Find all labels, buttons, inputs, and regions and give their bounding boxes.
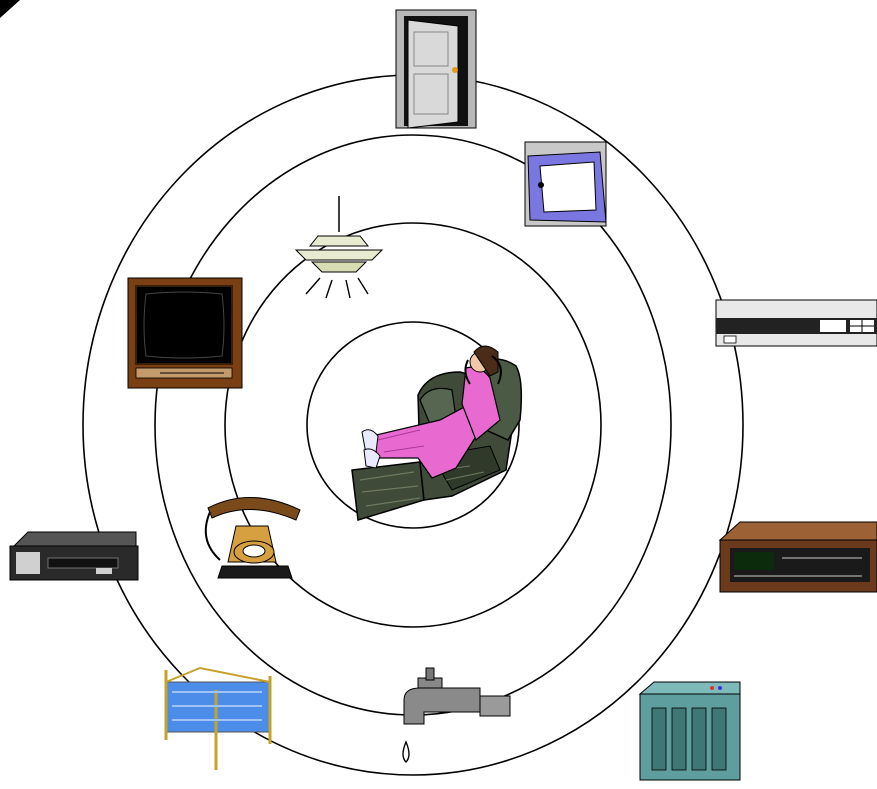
water-faucet-icon [402, 667, 511, 763]
telephone-icon [204, 497, 301, 579]
person-relaxing-in-recliner-icon [351, 345, 523, 521]
stereo-receiver-icon [715, 299, 877, 347]
television-icon [127, 277, 243, 389]
rings [82, 74, 744, 776]
bed-icon [164, 666, 272, 770]
ceiling-lamp-icon [294, 196, 384, 299]
corner-arrow-icon [0, 0, 20, 18]
ring-second [224, 222, 602, 628]
window-icon [524, 141, 607, 227]
ring-inner [306, 321, 520, 529]
vcr-icon [9, 531, 139, 581]
ring-outer [82, 74, 744, 776]
alarm-clock-radio-icon [718, 521, 877, 593]
radiator-heater-icon [638, 681, 741, 781]
door-icon [395, 9, 477, 129]
